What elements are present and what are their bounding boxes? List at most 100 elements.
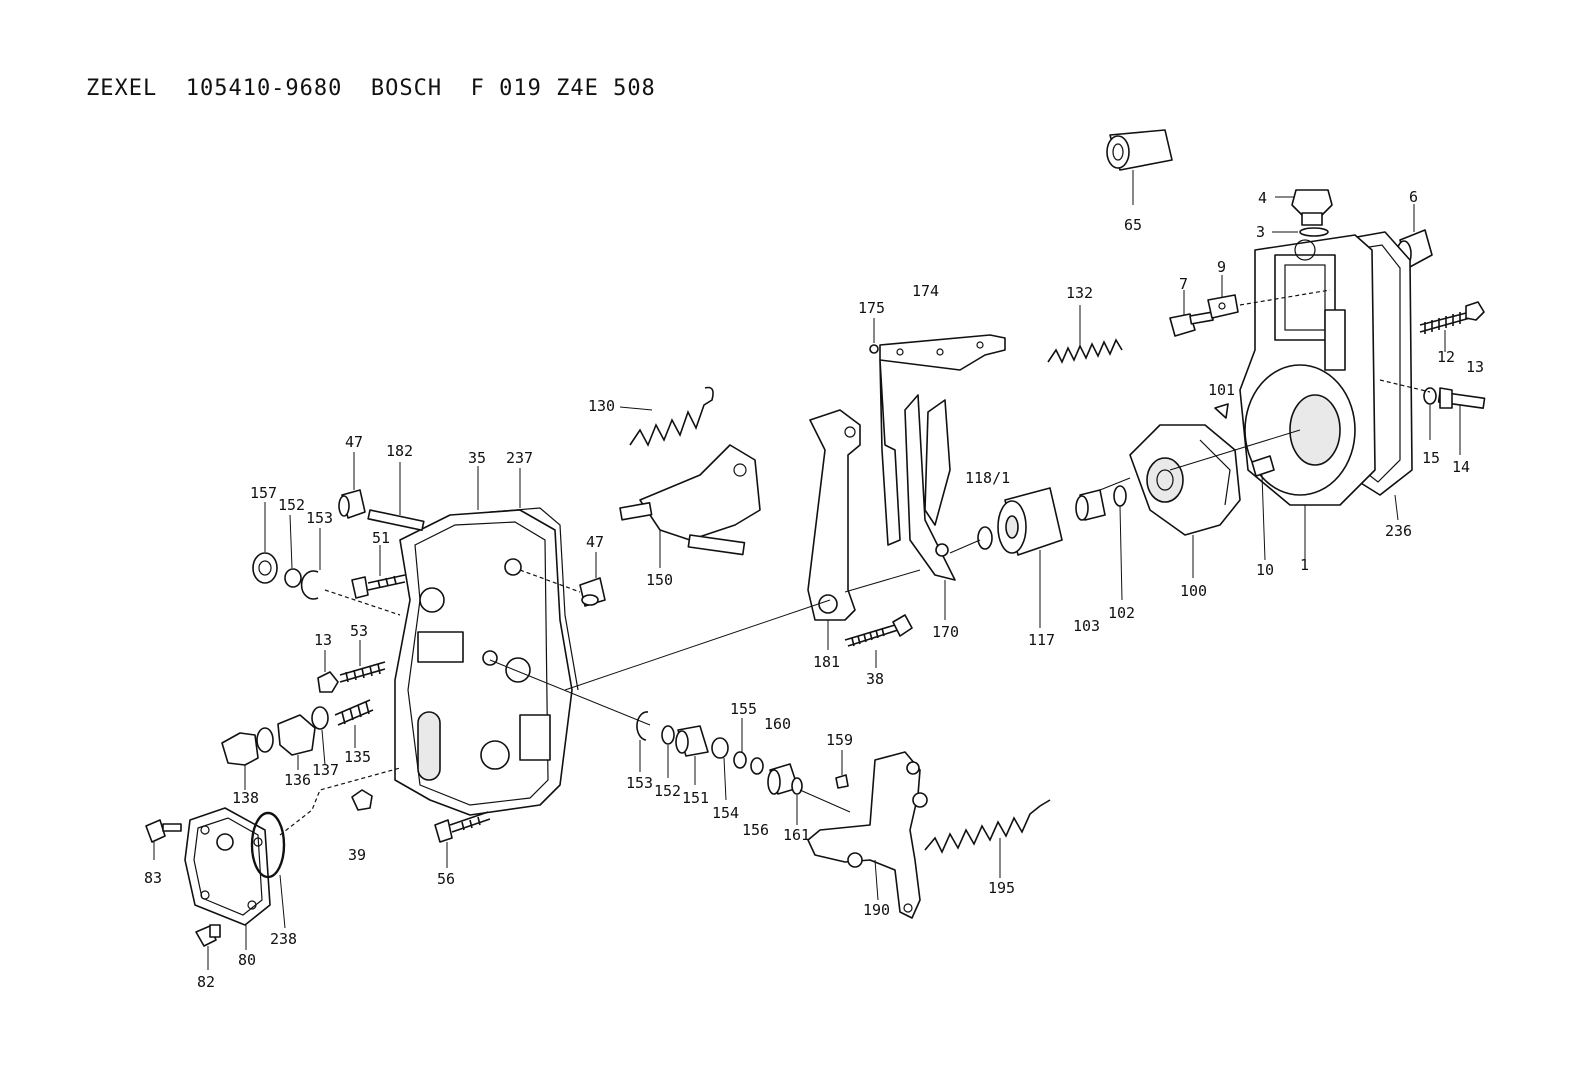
part-175-pin[interactable] xyxy=(869,318,901,546)
label-154: 154 xyxy=(712,804,739,822)
part-130-spring[interactable] xyxy=(619,386,714,447)
label-182: 182 xyxy=(386,442,413,460)
label-101: 101 xyxy=(1208,381,1235,399)
part-1-governor-housing[interactable] xyxy=(1239,234,1376,560)
label-151: 151 xyxy=(682,789,709,807)
label-4: 4 xyxy=(1258,189,1267,207)
part-117-shifter[interactable] xyxy=(997,487,1063,628)
part-238-o-ring[interactable] xyxy=(250,767,401,929)
label-130: 130 xyxy=(588,397,615,415)
part-151-bushing[interactable] xyxy=(675,725,709,785)
part-13-nut-left[interactable] xyxy=(317,650,339,693)
label-15: 15 xyxy=(1422,449,1440,467)
label-174: 174 xyxy=(912,282,939,300)
label-136: 136 xyxy=(284,771,311,789)
part-9-plate[interactable] xyxy=(1207,275,1331,319)
part-153-circlip-left[interactable] xyxy=(300,528,401,616)
label-132: 132 xyxy=(1066,284,1093,302)
label-12: 12 xyxy=(1437,348,1455,366)
part-56-bolt[interactable] xyxy=(434,811,491,868)
label-150: 150 xyxy=(646,571,673,589)
part-12-stud[interactable] xyxy=(1419,311,1471,352)
label-100: 100 xyxy=(1180,582,1207,600)
part-118-washer[interactable] xyxy=(977,526,993,550)
part-39-nut[interactable] xyxy=(351,789,373,811)
part-150-lever-shaft[interactable] xyxy=(619,444,761,568)
part-135-adjusting-screw[interactable] xyxy=(334,699,374,748)
label-103: 103 xyxy=(1073,617,1100,635)
part-182-pin[interactable] xyxy=(367,462,425,532)
part-157-plug[interactable] xyxy=(252,502,278,584)
part-47-plug-top[interactable] xyxy=(338,452,366,519)
label-10: 10 xyxy=(1256,561,1274,579)
label-237: 237 xyxy=(506,449,533,467)
part-161-washer[interactable] xyxy=(791,777,803,825)
label-83: 83 xyxy=(144,869,162,887)
label-53: 53 xyxy=(350,622,368,640)
part-80-cover-plate[interactable] xyxy=(184,807,271,950)
part-14-adjusting-screw[interactable] xyxy=(1379,379,1486,455)
part-13-nut[interactable] xyxy=(1465,301,1485,321)
label-7: 7 xyxy=(1179,275,1188,293)
part-137-washer[interactable] xyxy=(311,706,329,766)
label-155: 155 xyxy=(730,700,757,718)
part-152-o-ring-right[interactable] xyxy=(661,725,675,778)
part-181-lever[interactable] xyxy=(807,409,861,650)
part-152-o-ring-left[interactable] xyxy=(284,514,302,588)
label-138: 138 xyxy=(232,789,259,807)
part-53-stud[interactable] xyxy=(339,640,386,683)
part-4-plug[interactable] xyxy=(1275,189,1333,226)
part-155-washer[interactable] xyxy=(733,718,747,769)
label-6: 6 xyxy=(1409,188,1418,206)
part-103-sleeve[interactable] xyxy=(1075,489,1106,521)
drawing-title: ZEXEL 105410-9680 BOSCH F 019 Z4E 508 xyxy=(86,76,656,101)
label-102: 102 xyxy=(1108,604,1135,622)
part-138-cap-nut[interactable] xyxy=(221,732,259,790)
label-13-right: 13 xyxy=(1466,358,1484,376)
label-153-left: 153 xyxy=(306,509,333,527)
label-156: 156 xyxy=(742,821,769,839)
part-101-key[interactable] xyxy=(1214,403,1229,419)
label-35: 35 xyxy=(468,449,486,467)
part-153-circlip-right[interactable] xyxy=(636,711,649,772)
part-190-stop-lever[interactable] xyxy=(807,751,928,919)
label-152-left: 152 xyxy=(278,496,305,514)
part-83-screw[interactable] xyxy=(145,819,182,860)
part-237-gasket[interactable] xyxy=(489,468,579,691)
part-15-washer[interactable] xyxy=(1423,387,1437,440)
part-82-plug[interactable] xyxy=(195,924,221,970)
label-3: 3 xyxy=(1256,223,1265,241)
part-47-plug-right[interactable] xyxy=(519,552,606,607)
part-170-tension-lever[interactable] xyxy=(904,394,956,620)
label-56: 56 xyxy=(437,870,455,888)
label-195: 195 xyxy=(988,879,1015,897)
part-7-bolt[interactable] xyxy=(1169,290,1214,337)
label-117: 117 xyxy=(1028,631,1055,649)
part-195-spring[interactable] xyxy=(924,799,1051,878)
label-14: 14 xyxy=(1452,458,1470,476)
label-238: 238 xyxy=(270,930,297,948)
part-38-screw[interactable] xyxy=(844,614,913,668)
label-170: 170 xyxy=(932,623,959,641)
label-157: 157 xyxy=(250,484,277,502)
part-136-nut[interactable] xyxy=(256,714,316,770)
part-10-screw[interactable] xyxy=(1251,455,1275,561)
part-51-bolt[interactable] xyxy=(351,545,406,599)
part-156-spacer[interactable] xyxy=(750,757,764,775)
label-9: 9 xyxy=(1217,258,1226,276)
label-160: 160 xyxy=(764,715,791,733)
part-159-pin[interactable] xyxy=(835,750,849,789)
part-100-flyweight-assembly[interactable] xyxy=(1129,424,1241,578)
part-3-washer[interactable] xyxy=(1272,227,1329,237)
part-154-washer[interactable] xyxy=(711,737,729,801)
part-174-link[interactable] xyxy=(879,334,1006,371)
label-152-right: 152 xyxy=(654,782,681,800)
label-135: 135 xyxy=(344,748,371,766)
part-35-governor-cover[interactable] xyxy=(394,466,573,816)
part-132-spring[interactable] xyxy=(1047,305,1123,364)
part-65-nut[interactable] xyxy=(1106,129,1173,205)
assembly-lines xyxy=(489,429,1301,813)
label-13-left: 13 xyxy=(314,631,332,649)
part-102-washer[interactable] xyxy=(1113,485,1127,601)
